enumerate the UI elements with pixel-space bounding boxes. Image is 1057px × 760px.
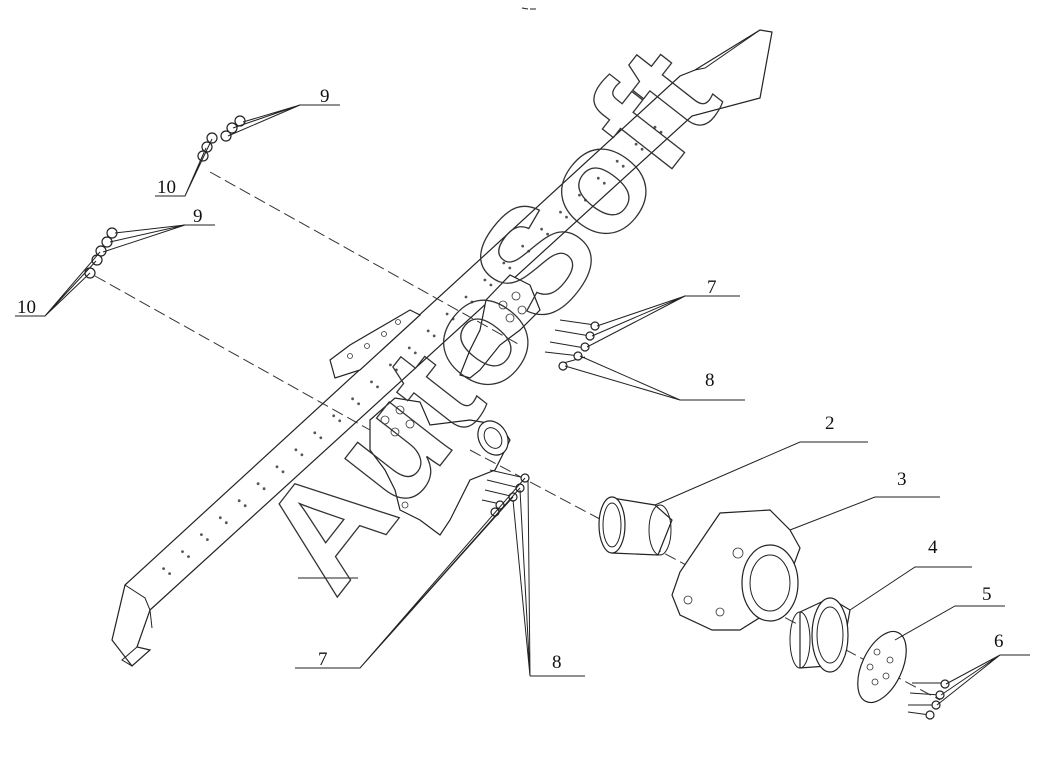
rail-hole — [275, 465, 279, 469]
rail-hole — [187, 555, 190, 558]
bushing-part-2 — [598, 496, 673, 556]
rail-hole — [376, 385, 379, 389]
rail-hole — [489, 283, 493, 287]
rail-hole — [546, 232, 549, 236]
rail-hole — [206, 538, 209, 541]
rail-hole — [162, 567, 166, 570]
rail-hole — [659, 130, 663, 134]
rail-hole — [389, 363, 392, 367]
rail-hole — [256, 482, 260, 486]
rail-hole — [540, 227, 543, 231]
callout-7-lower: 7 — [318, 649, 328, 670]
rail-hole — [300, 453, 304, 457]
rail-hole — [426, 329, 430, 333]
mounting-plate — [329, 309, 422, 379]
axis-line-2 — [94, 275, 371, 431]
rail-hole — [615, 159, 619, 163]
rail-hole — [483, 278, 487, 282]
watermark-text: AutoSoft — [228, 17, 750, 619]
rail-hole — [168, 572, 172, 575]
callout-5: 5 — [982, 584, 992, 605]
rail-hole — [319, 436, 323, 440]
rail-hole — [243, 504, 247, 508]
callout-9-lower: 9 — [193, 206, 203, 227]
callout-6: 6 — [994, 631, 1004, 652]
rail-hole — [237, 499, 241, 503]
rail-hole — [634, 142, 638, 146]
rail-hole — [432, 334, 436, 338]
rail-hole — [200, 533, 203, 536]
rail-hole — [502, 261, 506, 265]
rail-hole — [602, 181, 606, 185]
bolt-group-lower — [481, 469, 530, 517]
rail-hole — [338, 419, 342, 423]
rail-hole — [653, 125, 657, 129]
rail-hole — [395, 368, 398, 372]
rail-hole — [332, 414, 336, 418]
axis-line-1 — [209, 171, 521, 346]
rail-hole — [640, 147, 644, 151]
rail-hole — [578, 193, 581, 197]
rail-hole — [224, 521, 228, 525]
rail-hole — [565, 215, 568, 219]
callout-7-upper: 7 — [707, 277, 717, 298]
frame-rail — [111, 29, 773, 667]
housing-part-3 — [671, 509, 801, 631]
rail-hole — [584, 198, 587, 202]
rail-hole-pattern — [162, 125, 663, 575]
rail-hole — [262, 487, 266, 491]
callout-8-upper: 8 — [705, 370, 715, 391]
rail-hole — [621, 164, 625, 168]
rail-hole — [218, 516, 222, 520]
rail-hole — [413, 351, 417, 355]
rail-hole — [451, 317, 455, 321]
callout-8-lower: 8 — [552, 652, 562, 673]
rail-hole — [559, 210, 562, 214]
rail-hole — [370, 380, 373, 384]
rail-hole — [181, 550, 184, 553]
callout-9-upper: 9 — [320, 86, 330, 107]
callout-3: 3 — [897, 469, 907, 490]
top-mark — [521, 7, 536, 10]
bolt-group-upper — [544, 319, 600, 371]
rail-hole — [464, 295, 468, 299]
bracket-lower — [369, 397, 511, 536]
rail-hole — [357, 402, 360, 406]
bracket-plate-upper — [459, 274, 541, 379]
callout-10-lower: 10 — [17, 297, 36, 318]
sleeve-part-4 — [789, 597, 851, 673]
rail-hole — [508, 266, 512, 270]
rail-hole — [313, 431, 317, 435]
callout-2: 2 — [825, 413, 835, 434]
rail-hole — [351, 397, 354, 401]
rail-hole — [527, 249, 531, 253]
leader-lines — [15, 104, 1030, 706]
callout-10-upper: 10 — [157, 177, 176, 198]
nut-cluster-lower — [84, 227, 118, 279]
rail-hole — [407, 346, 411, 350]
rail-hole — [470, 300, 474, 304]
screw-group-part-6 — [907, 679, 950, 720]
rail-hole — [294, 448, 298, 452]
plate-part-5 — [857, 630, 907, 704]
rail-hole — [445, 312, 449, 316]
rail-hole — [521, 244, 525, 248]
rail-hole — [281, 470, 285, 474]
rail-hole — [596, 176, 600, 180]
callout-4: 4 — [928, 537, 938, 558]
